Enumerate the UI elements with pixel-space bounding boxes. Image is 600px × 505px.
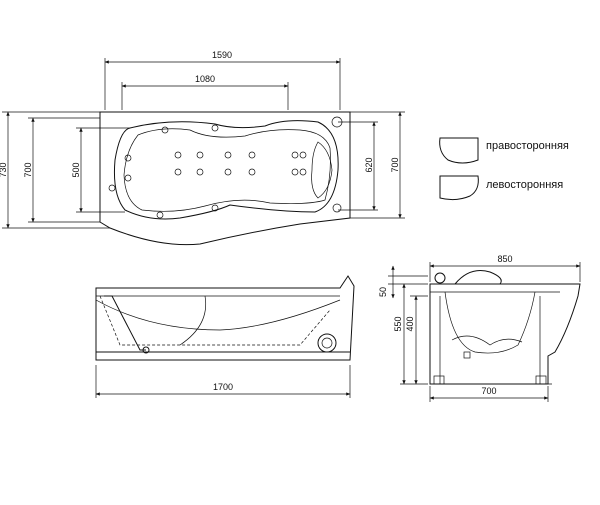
knob-top-icon [434,272,446,284]
foot-icon [535,375,547,385]
tub-inner-bowl [114,120,339,220]
end-view: 850 700 50 550 400 [378,254,581,402]
dimension-label-1700: 1700 [213,382,233,392]
dimension-label-1590: 1590 [212,50,232,60]
legend: правосторонняя левосторонняя [439,137,569,201]
drain-fitting-icon [463,351,471,359]
dimension-label-700-right: 700 [390,157,400,172]
legend-left-label: левосторонняя [486,179,563,191]
dimension-label-730: 730 [0,162,8,177]
right-sided-shape-icon [439,137,479,164]
tub-outline-top [99,111,351,246]
hidden-bowl-line [99,295,331,346]
jet-nozzle [211,124,219,132]
handle-end-icon [142,346,150,354]
jet-nozzle [108,184,116,192]
jet-nozzle [161,126,169,134]
jet-nozzle [299,151,307,159]
dimension-label-500: 500 [71,162,81,177]
apron-curve-front [179,295,207,346]
bowl-floor-curve [451,335,523,346]
jet-nozzle [211,204,219,212]
grab-handle [104,295,146,351]
tub-outline-end [429,283,581,385]
jet-nozzle [291,168,299,176]
dimension-label-620: 620 [364,157,374,172]
drain-icon [332,203,342,213]
jet-nozzle [174,151,182,159]
dimension-label-1080: 1080 [195,74,215,84]
jet-nozzle [299,168,307,176]
tub-inner-rim [123,128,331,212]
jet-nozzle [124,174,132,182]
jet-nozzle [248,151,256,159]
dimension-label-700: 700 [481,386,496,396]
headrest-end [454,270,502,285]
side-view: 1700 [95,275,355,398]
jet-nozzle [291,151,299,159]
bowl-profile [444,291,536,354]
jet-nozzle [224,168,232,176]
control-dial-inner-icon [321,337,333,349]
dimension-label-400: 400 [405,316,415,331]
left-sided-shape-icon [439,175,479,201]
jets [108,116,343,219]
dimension-label-700-left: 700 [23,162,33,177]
headrest [311,141,333,199]
jet-nozzle [196,151,204,159]
tub-outline-side [95,275,355,361]
top-view: 1590 1080 730 700 500 620 700 [0,50,405,246]
dimension-label-850: 850 [497,254,512,264]
jet-nozzle [248,168,256,176]
jet-nozzle [174,168,182,176]
jet-nozzle [124,154,132,162]
dimension-label-550: 550 [393,316,403,331]
apron-curve [95,299,341,331]
legend-right-label: правосторонняя [486,140,569,152]
jet-nozzle [224,151,232,159]
jet-nozzle [156,211,164,219]
dimension-label-50: 50 [378,287,388,297]
jet-nozzle [196,168,204,176]
foot-icon [433,375,445,385]
control-dial-icon [317,333,337,353]
